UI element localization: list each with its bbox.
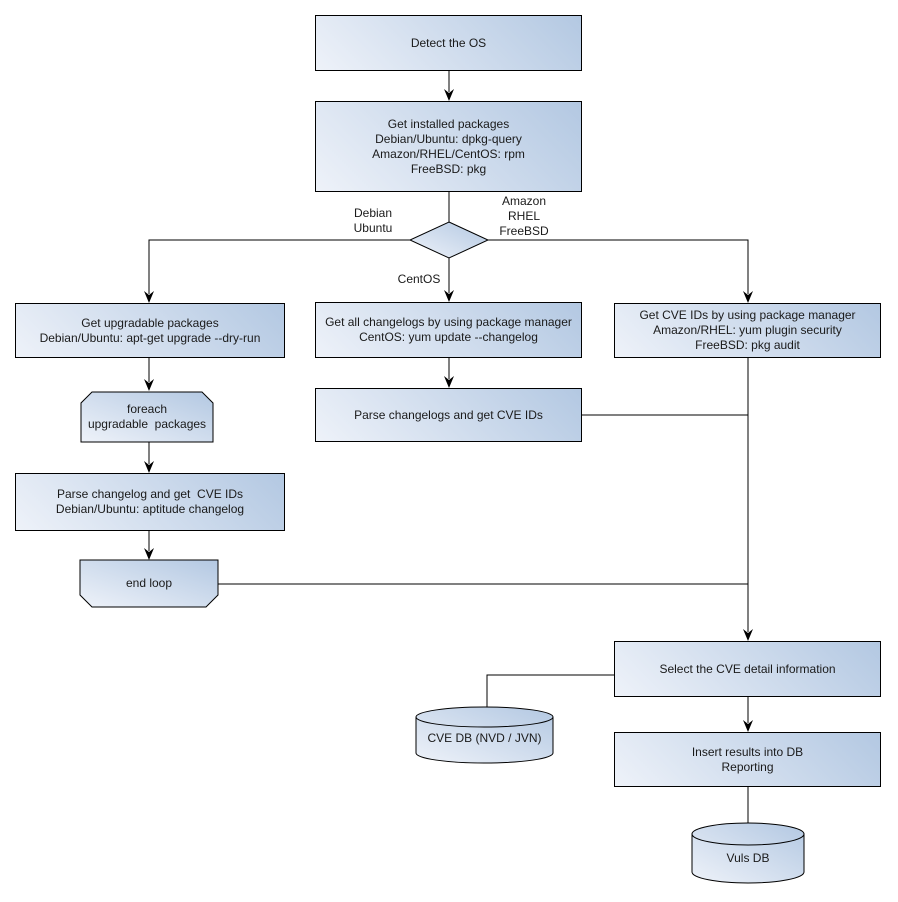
edge-allchangelogs-to-parsechangelogs	[444, 358, 454, 388]
node-parse-changelogs: Parse changelogs and get CVE IDs	[315, 388, 582, 442]
node-get-upgradable-packages-label: Get upgradable packages Debian/Ubuntu: a…	[39, 315, 261, 345]
edge-label-debian-ubuntu: Debian Ubuntu	[353, 206, 393, 235]
edge-parsechangelog-to-endloop	[144, 531, 154, 560]
edge-select-to-insert	[743, 697, 753, 732]
cve-db-cylinder	[415, 706, 554, 764]
edge-decision-to-allchangelogs	[444, 258, 454, 302]
node-get-upgradable-packages: Get upgradable packages Debian/Ubuntu: a…	[15, 303, 285, 358]
node-get-installed-packages-label: Get installed packages Debian/Ubuntu: dp…	[372, 116, 525, 176]
node-select-cve-detail-label: Select the CVE detail information	[659, 661, 836, 676]
node-parse-changelog-label: Parse changelog and get CVE IDs Debian/U…	[55, 487, 245, 516]
node-insert-results-label: Insert results into DB Reporting	[691, 744, 804, 774]
cve-db-label: CVE DB (NVD / JVN)	[427, 730, 542, 745]
node-parse-changelog: Parse changelog and get CVE IDs Debian/U…	[15, 473, 285, 531]
node-parse-changelogs-label: Parse changelogs and get CVE IDs	[354, 407, 543, 422]
edge-foreach-to-parsechangelog	[144, 442, 154, 473]
vuls-db-label: Vuls DB	[726, 850, 770, 865]
node-select-cve-detail: Select the CVE detail information	[614, 641, 881, 697]
node-get-all-changelogs: Get all changelogs by using package mana…	[315, 302, 582, 358]
edge-label-centos: CentOS	[397, 272, 441, 286]
node-get-cve-ids: Get CVE IDs by using package manager Ama…	[614, 303, 881, 358]
edge-label-amazon-rhel-freebsd: Amazon RHEL FreeBSD	[499, 194, 549, 238]
edge-upgradable-to-foreach	[144, 358, 154, 391]
node-get-all-changelogs-label: Get all changelogs by using package mana…	[325, 315, 572, 344]
edge-getcveids-to-select	[743, 358, 753, 641]
edge-decision-to-getcveids	[488, 239, 753, 303]
foreach-loop-label: foreach upgradable packages	[87, 402, 207, 431]
foreach-loop-shape	[80, 391, 214, 443]
vuls-db-cylinder	[691, 822, 805, 884]
edge-select-to-cvedb	[486, 674, 614, 707]
end-loop-shape	[79, 559, 219, 608]
node-detect-os: Detect the OS	[315, 15, 582, 71]
node-get-cve-ids-label: Get CVE IDs by using package manager Ama…	[639, 308, 856, 352]
edge-detect-to-installed	[444, 71, 454, 101]
node-insert-results: Insert results into DB Reporting	[614, 732, 881, 787]
node-detect-os-label: Detect the OS	[410, 35, 487, 50]
os-decision-diamond	[408, 221, 490, 259]
edge-decision-to-upgradable	[144, 239, 410, 303]
node-get-installed-packages: Get installed packages Debian/Ubuntu: dp…	[315, 101, 582, 192]
end-loop-label: end loop	[125, 576, 173, 590]
